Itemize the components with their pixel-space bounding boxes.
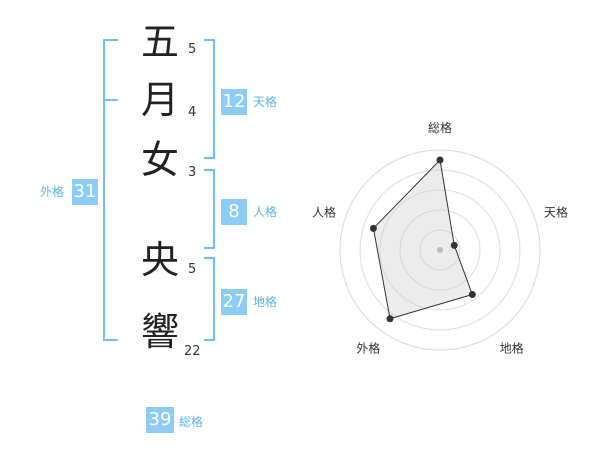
tenkaku-label: 天格 (253, 95, 278, 109)
chikaku-label: 地格 (253, 295, 278, 309)
radar-point-4 (386, 315, 394, 323)
radar-axis-label-3: 地格 (500, 341, 524, 356)
stroke-count-5: 22 (184, 344, 201, 359)
name-character-3: 女 (140, 138, 179, 182)
gaikaku-value-badge: 31 (72, 179, 98, 205)
soukaku-label: 総格 (179, 415, 204, 429)
soukaku-value-badge: 39 (146, 407, 174, 433)
radar-ring (399, 209, 481, 291)
chikaku-value-badge: 27 (221, 289, 247, 315)
stroke-count-3: 3 (188, 165, 197, 180)
radar-point-2 (450, 241, 458, 249)
radar-axis-label-1: 総格 (428, 120, 452, 135)
radar-point-5 (369, 224, 377, 232)
radar-axis-label-2: 天格 (544, 204, 568, 219)
radar-ring (359, 169, 521, 331)
radar-polygon (372, 158, 473, 320)
radar-point-1 (436, 156, 444, 164)
radar-axis-label-5: 人格 (312, 204, 336, 219)
radar-ring (339, 149, 541, 351)
radar-ring (379, 189, 501, 311)
radar-ring (419, 229, 461, 271)
name-character-2: 月 (140, 78, 179, 122)
name-character-5: 響 (140, 310, 179, 354)
name-character-1: 五 (140, 20, 179, 64)
name-character-4: 央 (140, 238, 179, 282)
radar-center (437, 247, 443, 253)
stroke-count-1: 5 (188, 42, 197, 57)
stroke-count-2: 4 (188, 105, 197, 120)
gaikaku-label: 外格 (40, 185, 65, 199)
radar-point-3 (468, 290, 476, 298)
stroke-count-4: 5 (188, 262, 197, 277)
jinkaku-value-badge: 8 (221, 199, 247, 225)
radar-axis-label-4: 外格 (356, 341, 380, 356)
tenkaku-value-badge: 12 (221, 89, 247, 115)
jinkaku-label: 人格 (253, 205, 278, 219)
